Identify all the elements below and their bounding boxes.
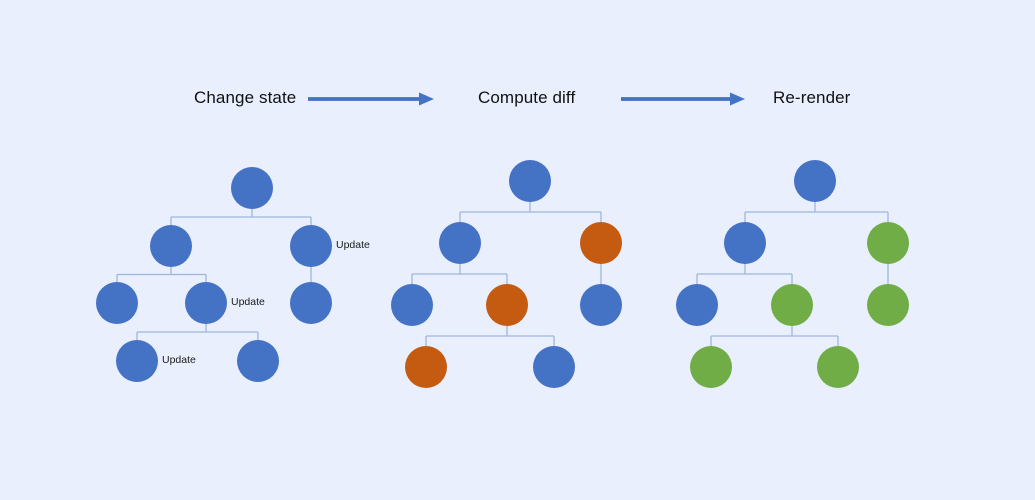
tree-node-t2-n3[interactable] (580, 222, 622, 264)
tree-edge-group (116, 266, 207, 283)
stage-label-compute-diff: Compute diff (478, 88, 576, 107)
tree-node-t2-n1[interactable] (509, 160, 551, 202)
tree-node-t2-n7[interactable] (405, 346, 447, 388)
node-label-t1-n7: Update (162, 354, 196, 366)
tree-change-state (96, 167, 332, 382)
tree-node-t3-n5[interactable] (771, 284, 813, 326)
node-label-t1-n3: Update (336, 239, 370, 251)
tree-edge-group (459, 201, 602, 223)
stage-label-change-state: Change state (194, 88, 297, 107)
tree-node-t1-n3[interactable] (290, 225, 332, 267)
tree-node-t3-n6[interactable] (867, 284, 909, 326)
tree-edge-group (170, 208, 312, 226)
tree-re-render (676, 160, 909, 388)
tree-node-t1-n1[interactable] (231, 167, 273, 209)
tree-node-t2-n4[interactable] (391, 284, 433, 326)
tree-node-t1-n5[interactable] (185, 282, 227, 324)
tree-node-t1-n4[interactable] (96, 282, 138, 324)
tree-node-t2-n2[interactable] (439, 222, 481, 264)
tree-node-t3-n4[interactable] (676, 284, 718, 326)
tree-node-t2-n8[interactable] (533, 346, 575, 388)
tree-node-t3-n3[interactable] (867, 222, 909, 264)
tree-node-t3-n8[interactable] (817, 346, 859, 388)
tree-compute-diff (391, 160, 622, 388)
tree-node-t3-n2[interactable] (724, 222, 766, 264)
tree-node-t1-n8[interactable] (237, 340, 279, 382)
tree-node-t1-n2[interactable] (150, 225, 192, 267)
tree-node-t1-n6[interactable] (290, 282, 332, 324)
tree-node-t2-n6[interactable] (580, 284, 622, 326)
tree-edge-group (744, 201, 889, 223)
tree-edge-group (136, 323, 259, 341)
tree-node-t2-n5[interactable] (486, 284, 528, 326)
flow-arrow-2-icon (621, 92, 745, 106)
flow-arrow-1-icon (308, 92, 434, 106)
tree-edge-group (696, 263, 793, 285)
tree-node-t3-n7[interactable] (690, 346, 732, 388)
tree-edge-group (425, 325, 555, 347)
tree-edge-group (710, 325, 839, 347)
node-label-t1-n5: Update (231, 296, 265, 308)
tree-node-t3-n1[interactable] (794, 160, 836, 202)
tree-node-t1-n7[interactable] (116, 340, 158, 382)
stage-label-re-render: Re-render (773, 88, 851, 107)
tree-edge-group (411, 263, 508, 285)
